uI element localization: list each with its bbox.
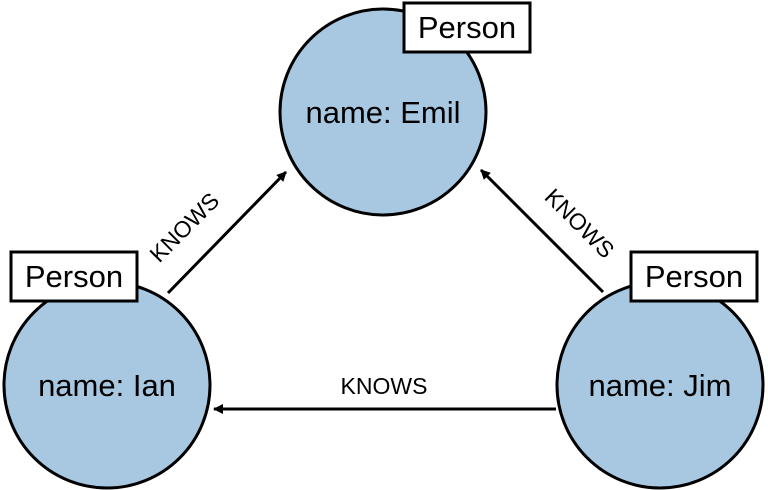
node-property-jim: name: Jim [589, 368, 732, 403]
node-label-ian: Person [25, 259, 123, 294]
edge-jim-knows-ian: KNOWS [213, 373, 556, 414]
node-label-box-ian [9, 250, 139, 303]
edge-label-ian-emil: KNOWS [144, 187, 224, 267]
edge-label-jim-ian: KNOWS [341, 373, 428, 399]
edge-label-jim-emil: KNOWS [540, 183, 620, 263]
edge-line-jim-emil [479, 168, 605, 294]
edge-ian-knows-emil: KNOWS [144, 170, 288, 295]
node-label-emil: Person [418, 10, 516, 45]
node-emil: name: Emil Person [278, 1, 532, 217]
node-label-jim: Person [645, 259, 743, 294]
node-label-box-jim [629, 250, 759, 303]
node-ian: name: Ian Person [2, 250, 212, 490]
edge-jim-knows-emil: KNOWS [479, 168, 620, 294]
node-property-emil: name: Emil [305, 95, 460, 130]
node-label-box-emil [402, 1, 532, 54]
node-property-ian: name: Ian [38, 368, 176, 403]
node-circle-emil [278, 7, 488, 217]
node-jim: name: Jim Person [555, 250, 765, 490]
edge-line-ian-emil [166, 170, 288, 295]
